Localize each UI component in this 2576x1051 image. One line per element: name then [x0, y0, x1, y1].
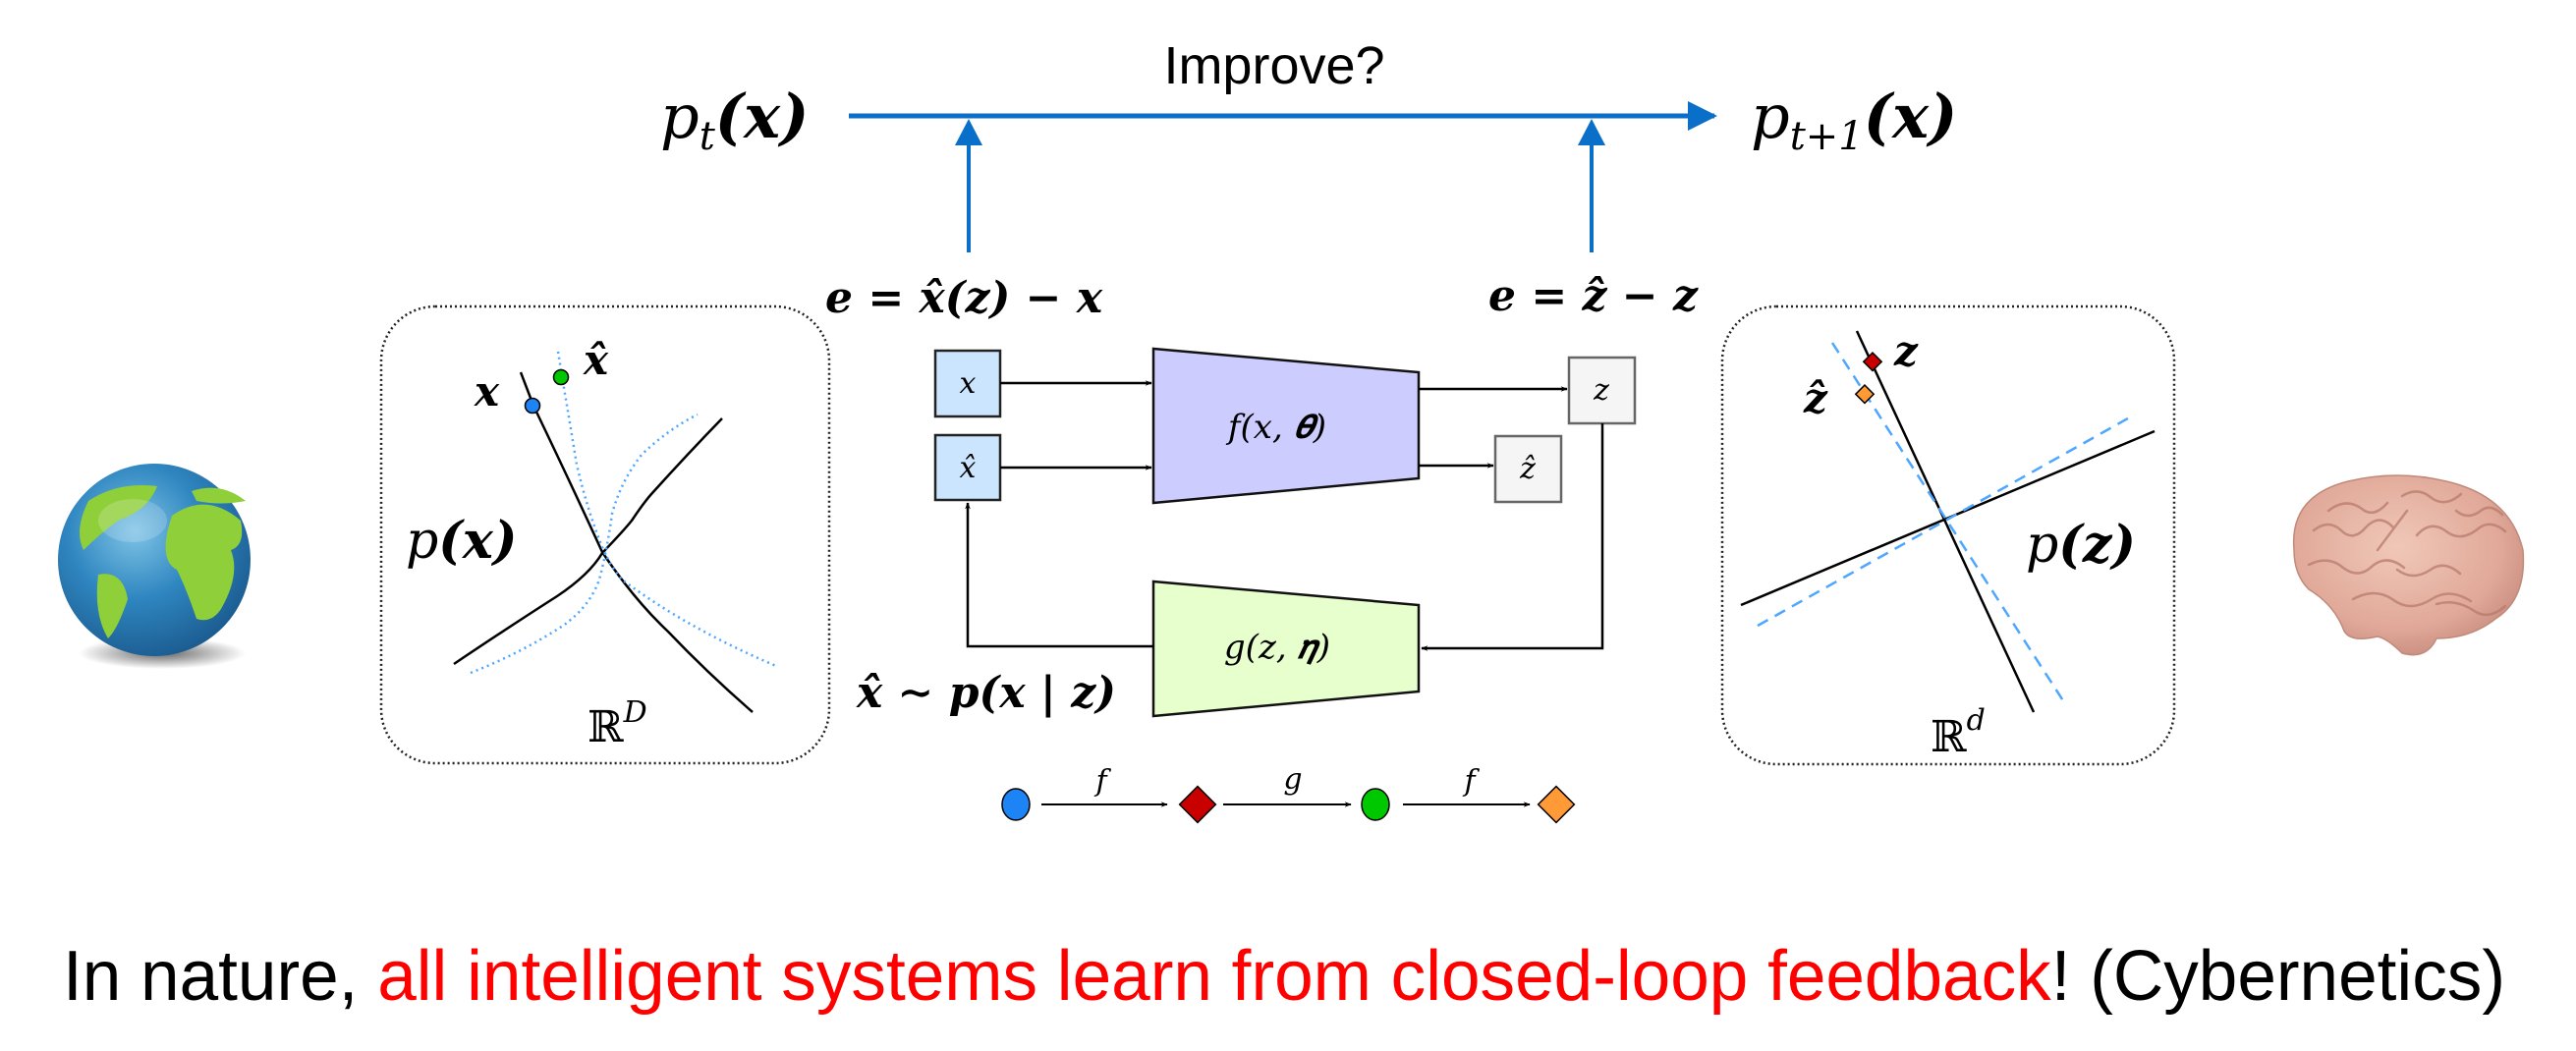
z-point — [1862, 352, 1883, 372]
legend-step-2: g — [1283, 762, 1302, 797]
zhat-label: 𝒛̂ — [1803, 374, 1828, 422]
human-brain-image — [2292, 474, 2525, 656]
latent-space-panel: 𝒛 𝒛̂ p(𝒛) ℝd — [1720, 304, 2176, 766]
data-space-panel: 𝒙 𝒙̂ p(𝒙) ℝD — [379, 304, 831, 765]
manifold-curve-2 — [453, 417, 723, 666]
decoder-label: g(z, 𝜼) — [1224, 628, 1330, 667]
caption-suffix: ! (Cybernetics) — [2051, 937, 2505, 1016]
space-label-RD: ℝD — [588, 695, 647, 752]
xhat-label: 𝒙̂ — [583, 336, 609, 384]
sample-label: 𝒙̂ ∼ p(𝒙 | 𝒛) — [856, 668, 1116, 718]
p-x-label: p(𝒙) — [406, 511, 518, 571]
network-diagram: x x̂ f(x, 𝜽) z ẑ g(z, 𝜼) 𝒙̂ ∼ p(𝒙 | 𝒛) — [856, 347, 1637, 718]
caption-highlight: all intelligent systems learn from close… — [377, 937, 2051, 1016]
caption: In nature, all intelligent systems learn… — [63, 937, 2505, 1016]
latent-z-text: z — [1593, 373, 1609, 408]
x-label: 𝒙 — [474, 367, 500, 415]
latent-z-box — [1567, 356, 1637, 425]
reconstructed-curve-1 — [556, 351, 777, 668]
p-t1-label: pt+1(𝒙) — [1751, 81, 1957, 159]
legend-marker-zhat — [1537, 785, 1576, 824]
space-label-Rd: ℝd — [1931, 703, 1986, 762]
latent-axis-1 — [1855, 330, 2036, 713]
latent-zhat-text: ẑ — [1519, 452, 1536, 486]
improve-label: Improve? — [1163, 36, 1384, 95]
manifold-curve-1 — [519, 371, 754, 713]
legend-marker-x — [1001, 788, 1031, 821]
zhat-point — [1854, 384, 1876, 405]
latent-dashed-2 — [1757, 413, 2136, 628]
p-t-label: pt(𝒙) — [660, 81, 809, 159]
latent-error-label: 𝒆 = 𝒛̂ − 𝒛 — [1488, 271, 1699, 321]
reconstructed-curve-2 — [470, 413, 699, 675]
data-error-arrowhead — [955, 119, 982, 145]
encoder-label: f(x, 𝜽) — [1225, 408, 1326, 447]
latent-dashed-1 — [1830, 342, 2068, 706]
encoder-block — [1151, 347, 1421, 505]
z-to-decoder-arrow — [1421, 423, 1604, 651]
legend-marker-z — [1178, 785, 1217, 824]
decoder-to-xhat-arrow — [965, 502, 1153, 648]
legend-sequence: f g f — [1001, 762, 1576, 824]
x-point — [524, 397, 541, 415]
legend-step-1: f — [1093, 764, 1111, 799]
top-flow: Improve? pt(𝒙) pt+1(𝒙) 𝒆 = 𝒙̂(𝒛) − 𝒙 𝒆 =… — [660, 36, 1957, 323]
caption-prefix: In nature, — [63, 937, 377, 1016]
p-z-label: p(𝒛) — [2026, 515, 2136, 575]
xhat-point — [552, 368, 570, 386]
input-xhat-box — [933, 433, 1002, 502]
data-error-label: 𝒆 = 𝒙̂(𝒛) − 𝒙 — [825, 273, 1103, 323]
input-x-text: x — [960, 366, 977, 401]
input-xhat-text: x̂ — [960, 451, 977, 485]
input-x-box — [933, 349, 1002, 418]
latent-zhat-box — [1493, 434, 1563, 504]
legend-marker-xhat — [1361, 788, 1390, 821]
latent-error-arrowhead — [1578, 119, 1605, 145]
earth-globe-image — [58, 464, 251, 669]
z-label: 𝒛 — [1893, 327, 1919, 375]
legend-step-3: f — [1462, 764, 1480, 799]
decoder-block — [1151, 580, 1421, 718]
